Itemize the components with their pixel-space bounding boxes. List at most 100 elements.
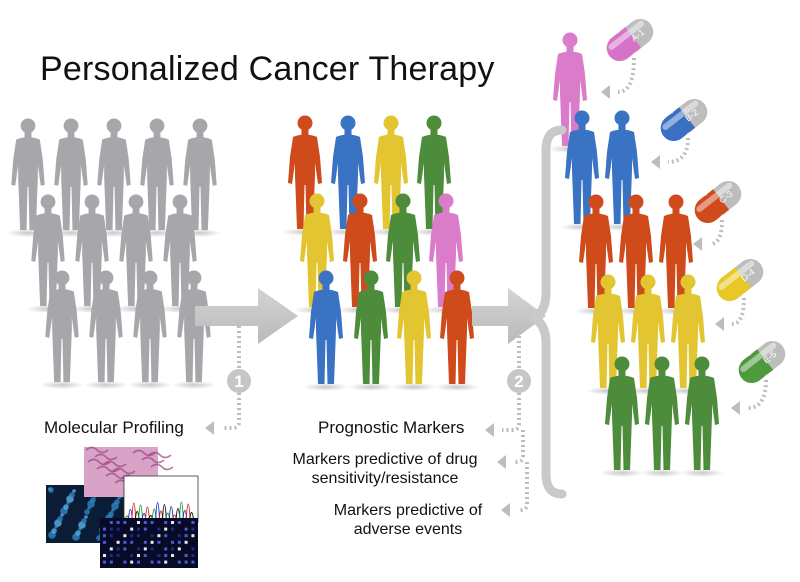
microarray-spot (157, 534, 161, 538)
histology-texture (87, 458, 111, 466)
microarray-spot (103, 534, 106, 538)
figure-shadow (600, 469, 644, 477)
microarray-spot (123, 534, 127, 538)
microarray-panel (100, 518, 198, 568)
drug-dotted-connector (747, 379, 768, 410)
histology-texture (112, 467, 136, 475)
microarray-spot (143, 540, 147, 544)
main-flow-arrow (472, 288, 546, 344)
microarray-spot (191, 554, 195, 557)
microarray-spot (191, 547, 195, 551)
fluorescence-spot (84, 509, 90, 515)
microarray-spot (103, 540, 106, 544)
capsule-color-join (706, 189, 730, 215)
histology-texture (148, 451, 172, 459)
arrowhead (497, 455, 506, 469)
profiled-person (354, 270, 388, 384)
microarray-spot (191, 560, 195, 564)
drug-dotted-connector (617, 57, 636, 94)
population-person (54, 118, 88, 231)
microarray-spot (184, 534, 188, 538)
microarray-spot (137, 547, 140, 551)
microarray-spot (157, 527, 161, 531)
figure-shadow (84, 381, 128, 389)
capsule-color-join (672, 107, 696, 133)
step-number-circle (227, 369, 251, 393)
microarray-spot (157, 560, 161, 564)
microarray-spot (116, 554, 120, 557)
arrowhead (501, 503, 510, 517)
microarray-spot (171, 554, 174, 557)
figure-shadow (172, 381, 216, 389)
sequencing-peak (189, 512, 195, 521)
drug-dotted-connector (667, 137, 690, 164)
microarray-spot (130, 540, 134, 544)
profiled-person (440, 270, 474, 384)
fluorescence-spot (75, 530, 81, 536)
capsule-color-join (750, 349, 774, 375)
profiled-person (397, 270, 431, 384)
population-person (11, 118, 45, 231)
arrowhead (651, 155, 660, 169)
microarray-spot (164, 554, 168, 557)
fluorescence-spot (57, 516, 63, 522)
drug-capsule: D-4 (716, 258, 764, 302)
profiling-dotted-connector (222, 326, 241, 430)
microarray-spot (164, 547, 168, 551)
figure-shadow (128, 381, 172, 389)
capsule-highlight (608, 20, 645, 50)
microarray-spot (123, 521, 127, 524)
capsule-highlight (662, 100, 699, 130)
fluorescence-spot (63, 504, 69, 510)
molecular-profiling-label: Molecular Profiling (44, 418, 184, 437)
step-number: 2 (514, 372, 523, 391)
step-number-circle (507, 369, 531, 393)
microarray-spot (157, 540, 161, 544)
capsule-highlight (718, 260, 755, 290)
figure-shadow (347, 383, 395, 391)
fluorescence-spot (69, 492, 75, 498)
fluorescence-spot (90, 497, 96, 503)
microarray-spot (184, 554, 188, 557)
microarray-spot (116, 521, 120, 524)
fluorescence-spot (114, 499, 120, 505)
microarray-spot (171, 547, 174, 551)
sequencing-peak (138, 504, 144, 521)
histology-texture (96, 465, 120, 473)
microarray-spot (143, 554, 147, 557)
profiling-data-figure (46, 446, 199, 568)
histology-texture (141, 456, 165, 464)
fluorescence-spot (51, 528, 57, 534)
figure-shadow (40, 381, 84, 389)
microarray-spot (177, 534, 181, 538)
microarray-spot (109, 534, 113, 538)
drug-sensitivity-markers-label: Markers predictive of drug sensitivity/r… (292, 451, 478, 487)
microarray-spot (171, 540, 174, 544)
microarray-spot (171, 521, 174, 524)
drug-dotted-connector (709, 219, 724, 246)
microarray-spot (164, 527, 168, 531)
microarray-spot (177, 540, 181, 544)
prognostic-markers-label: Prognostic Markers (318, 418, 465, 437)
microarray-spot (137, 554, 140, 557)
microarray-spot (116, 540, 120, 544)
microarray-spot (171, 527, 174, 531)
microarray-spot (109, 527, 113, 531)
microarray-spot (137, 534, 140, 538)
microarray-spot (150, 560, 154, 564)
adverse-dotted-connector (518, 462, 529, 512)
microarray-spot (103, 527, 106, 531)
arrowhead (715, 317, 724, 331)
drug-capsule: A-1 (606, 18, 654, 62)
microarray-spot (103, 554, 106, 557)
figure-shadow (433, 383, 481, 391)
capsule-color-join (728, 267, 752, 293)
predictive-dotted-connector (514, 430, 525, 464)
arrowhead (205, 421, 214, 435)
microarray-spot (137, 560, 140, 564)
microarray-spot (143, 521, 147, 524)
microarray-spot (137, 527, 140, 531)
sequencing-peak (185, 503, 191, 521)
microarray-spot (137, 521, 140, 524)
